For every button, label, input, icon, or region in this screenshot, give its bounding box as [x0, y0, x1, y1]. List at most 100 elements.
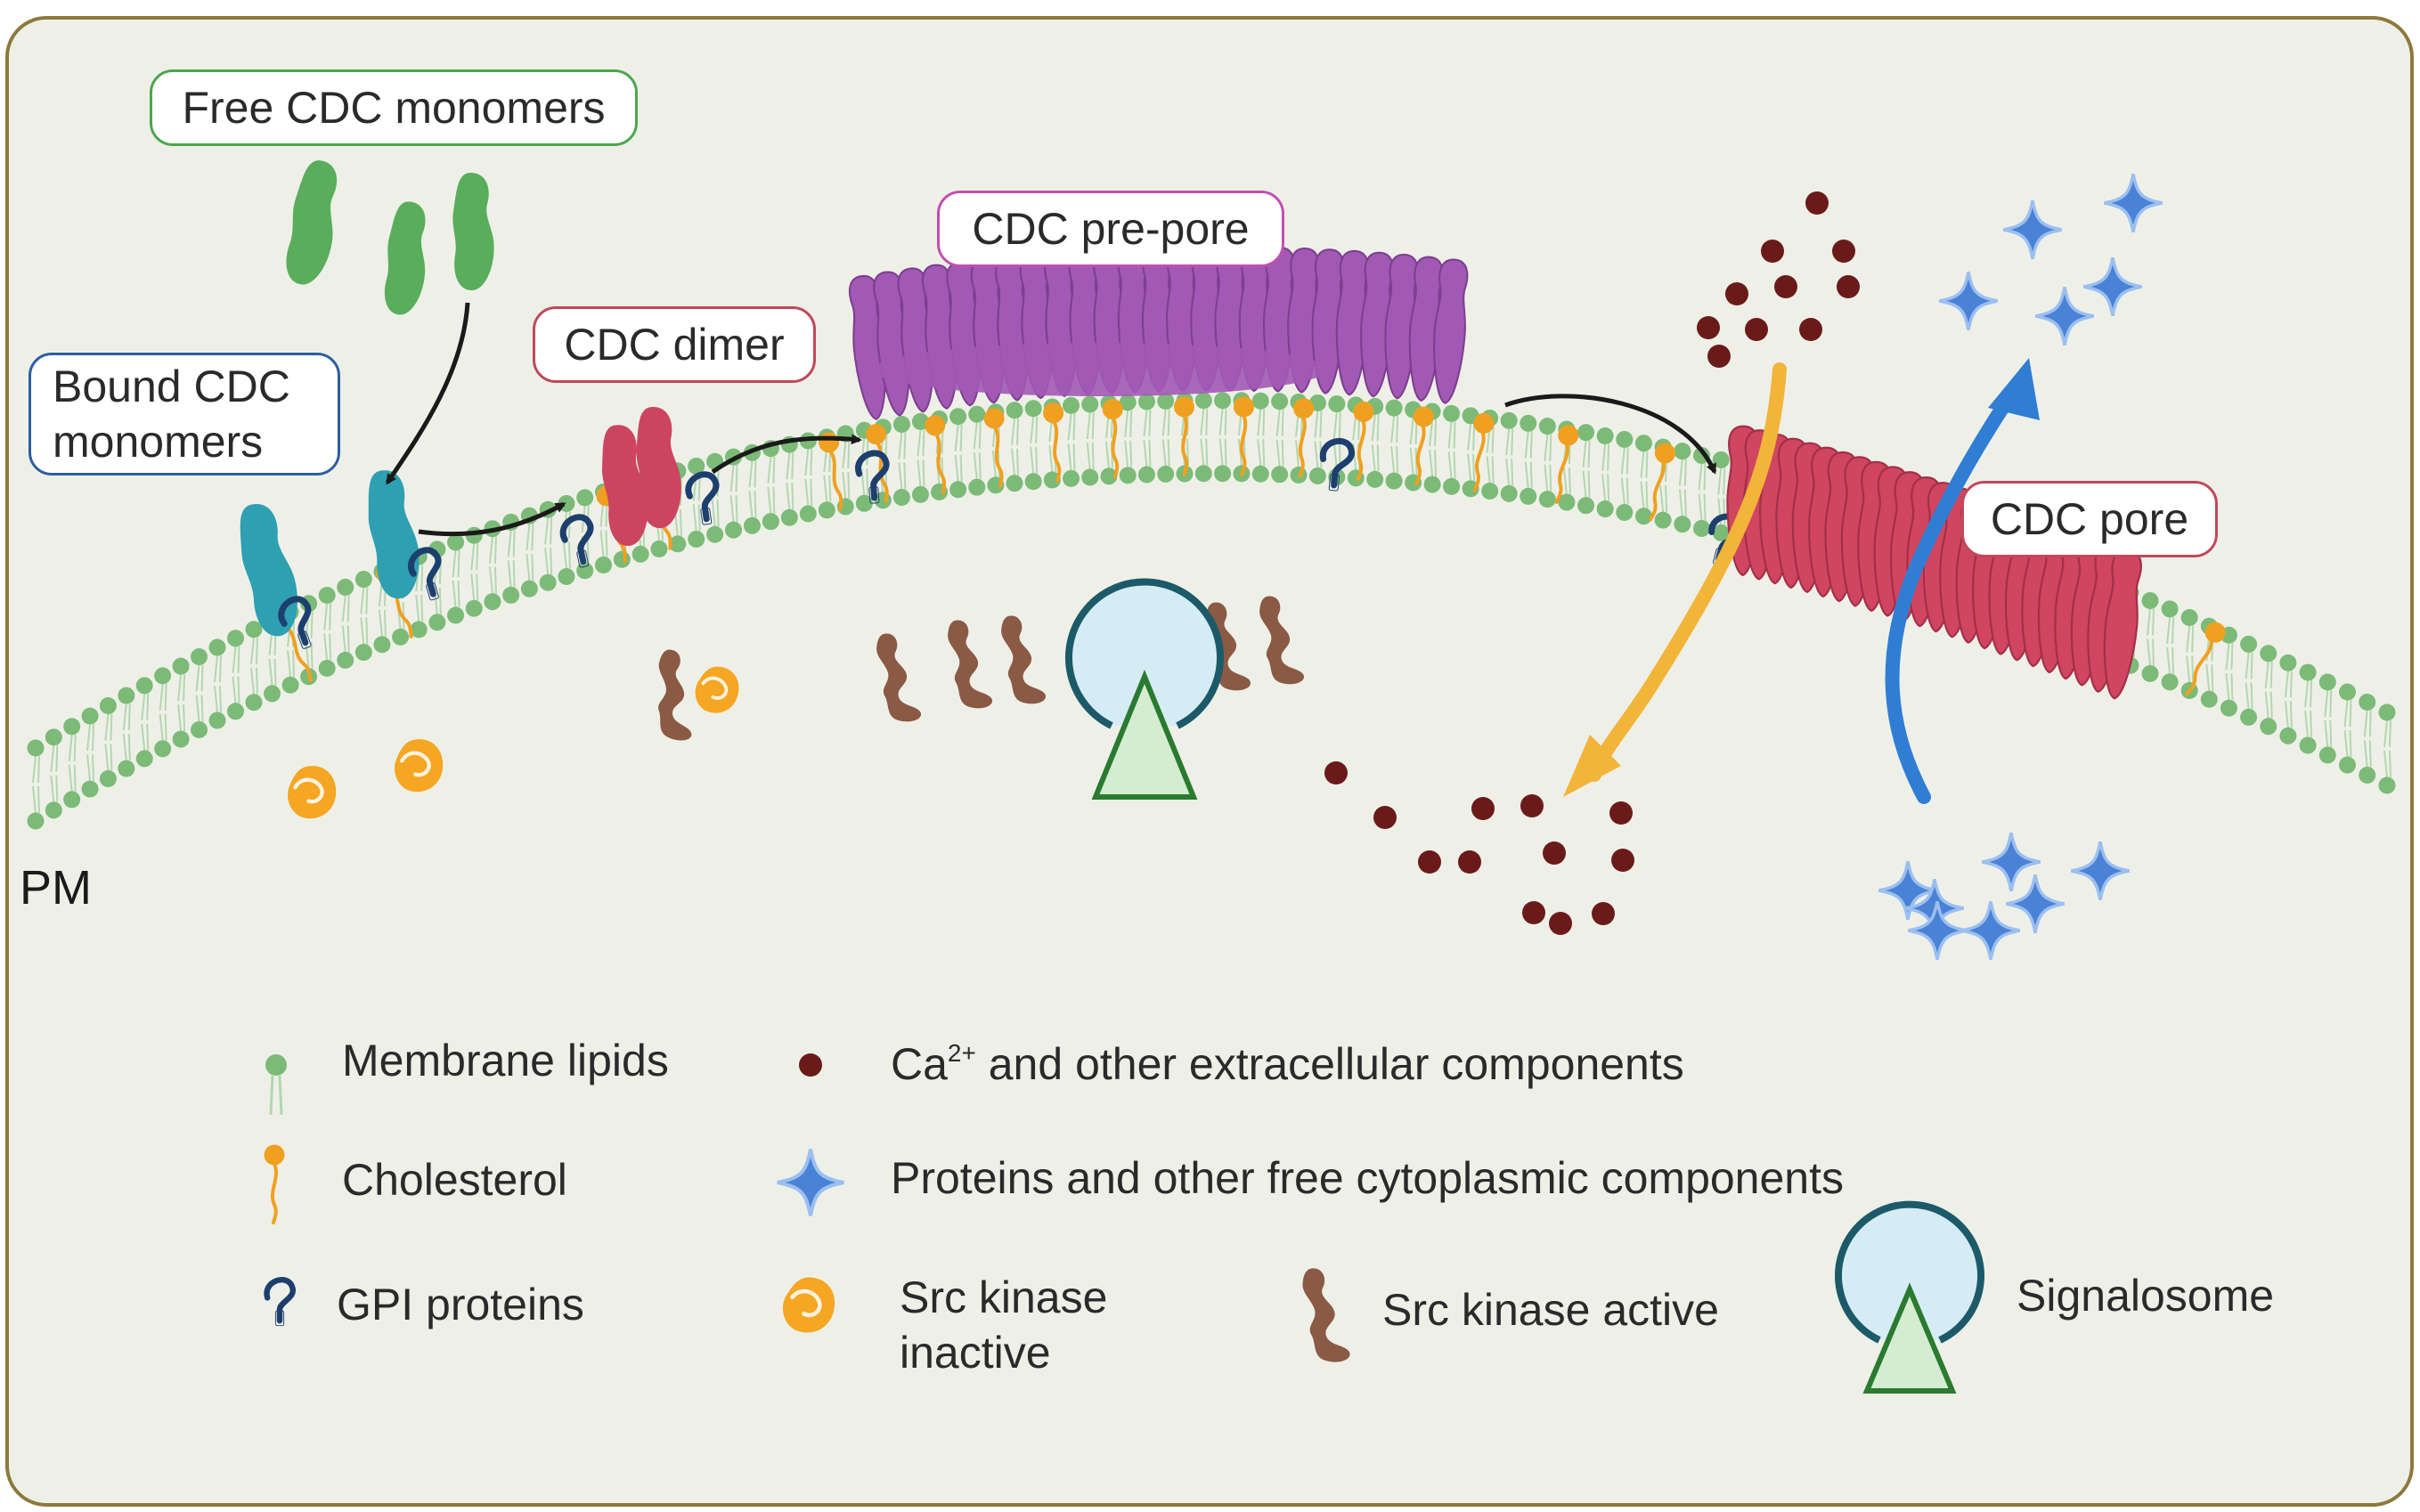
lipid-head-outer	[2180, 608, 2198, 626]
lipid-tail-inner	[2324, 719, 2329, 748]
lipid-tail-outer	[1587, 440, 1591, 467]
lipid-tail-inner	[1544, 464, 1549, 492]
lipid-head-inner	[465, 599, 483, 617]
calcium-ion	[1611, 849, 1634, 872]
lipid-tail-outer	[1067, 413, 1072, 441]
lipid-head-outer	[27, 739, 45, 757]
lipid-tail-outer	[360, 587, 365, 614]
lipid-tail-outer	[1314, 411, 1319, 438]
lipid-tail-inner	[2269, 691, 2273, 719]
lipid-tail-inner	[1016, 448, 1020, 476]
lipid-tail-inner	[1723, 498, 1726, 525]
lipid-tail-inner	[1275, 439, 1281, 467]
lipid-tail-outer	[973, 422, 978, 450]
lipid-tail-outer	[748, 460, 754, 488]
lipid-head-inner	[762, 513, 779, 531]
lipid-tail-outer	[2389, 719, 2391, 748]
legend-src-inactive-line1: Src kinase	[900, 1272, 1108, 1322]
lipid-tail-inner	[2310, 711, 2313, 738]
arrow-calcium-influx	[1587, 362, 1787, 782]
lipid-tail-outer	[1390, 415, 1396, 443]
lipid-head-inner	[706, 525, 724, 543]
lipid-head-inner	[631, 545, 649, 563]
lipid-tail-inner	[1587, 470, 1591, 498]
lipid-head-inner	[172, 730, 190, 748]
lipid-tail-inner	[697, 504, 701, 532]
lipid-tail-outer	[2186, 625, 2191, 653]
lipid-tail-inner	[146, 723, 150, 751]
lipid-tail-inner	[2343, 730, 2349, 758]
lipid-head-outer	[2339, 683, 2357, 701]
lipid-head-inner	[337, 651, 354, 669]
lipid-head-inner	[2279, 727, 2297, 744]
lipid-tail-inner	[214, 685, 219, 713]
lipid-head-outer	[1520, 414, 1537, 432]
legend-cytoplasmic-proteins: Proteins and other free cytoplasmic comp…	[891, 1153, 1844, 1203]
lipid-tail-inner	[550, 548, 553, 575]
lipid-tail-inner	[679, 508, 682, 536]
lipid-head-outer	[63, 718, 81, 736]
lipid-head-outer	[154, 667, 172, 685]
lipid-head-inner	[725, 521, 743, 539]
lipid-tail-inner	[692, 504, 697, 532]
lipid-tail-inner	[457, 580, 460, 608]
arrow-calcium-influx-head	[1563, 735, 1621, 797]
lipid-head-outer	[318, 587, 336, 605]
lipid-head-outer	[2260, 645, 2277, 663]
lipid-tail-outer	[1409, 417, 1414, 445]
lipid-head-inner	[650, 540, 668, 557]
lipid-head-inner	[688, 530, 705, 548]
lipid-head-inner	[135, 750, 153, 768]
lipid-head-inner	[1043, 471, 1061, 489]
lipid-tail-outer	[1016, 418, 1020, 445]
calcium-ion	[1418, 850, 1441, 874]
lipid-tail-outer	[2191, 625, 2195, 653]
lipid-tail-inner	[365, 617, 369, 645]
lipid-tail-outer	[898, 432, 903, 459]
lipid-head-inner	[1385, 472, 1403, 490]
lipid-tail-inner	[292, 650, 296, 678]
lipid-tail-outer	[323, 603, 329, 630]
lipid-tail-inner	[2368, 740, 2372, 768]
lipid-tail-inner	[1582, 470, 1587, 498]
lipid-tail-outer	[917, 429, 922, 457]
lipid-head-outer	[1137, 393, 1155, 411]
lipid-tail-inner	[470, 573, 476, 601]
lipid-tail-inner	[2171, 646, 2175, 674]
lipid-tail-inner	[2284, 701, 2289, 728]
lipid-tail-outer	[786, 452, 791, 480]
lipid-tail-outer	[1129, 410, 1133, 437]
lipid-tail-outer	[1434, 419, 1438, 447]
lipid-tail-inner	[1143, 439, 1148, 467]
lipid-head-inner	[2240, 708, 2258, 726]
lipid-head-outer	[2299, 663, 2317, 681]
lipid-tail-outer	[1601, 443, 1607, 471]
lipid-tail-outer	[2304, 679, 2310, 708]
lipid-tail-inner	[1205, 438, 1209, 466]
lipid-tail-inner	[1607, 474, 1610, 501]
lipid-tail-outer	[847, 441, 851, 469]
lipid-head-inner	[1214, 465, 1232, 483]
calcium-ion	[1805, 191, 1829, 215]
lipid-head-inner	[118, 760, 135, 777]
panel-border	[5, 16, 2414, 1507]
lipid-tail-inner	[452, 580, 457, 608]
lipid-tail-inner	[2304, 710, 2310, 738]
lipid-tail-inner	[711, 500, 716, 527]
lipid-head-inner	[1616, 503, 1634, 521]
lipid-tail-inner	[32, 785, 37, 814]
calcium-ion	[1324, 761, 1348, 784]
lipid-head-inner	[1481, 482, 1499, 500]
lipid-head-outer	[2141, 592, 2159, 610]
lipid-head-outer	[1271, 393, 1289, 411]
lipid-tail-outer	[37, 755, 40, 784]
lipid-head-inner	[502, 586, 520, 604]
lipid-tail-inner	[1390, 445, 1396, 474]
lipid-head-inner	[1538, 491, 1556, 508]
lipid-tail-outer	[978, 422, 982, 450]
lipid-tail-outer	[1124, 410, 1129, 437]
signalosome-triangle	[1091, 670, 1198, 800]
lipid-tail-inner	[1072, 443, 1076, 471]
legend-icon-signalosome-triangle	[1862, 1282, 1957, 1394]
lipid-tail-outer	[1472, 423, 1476, 451]
